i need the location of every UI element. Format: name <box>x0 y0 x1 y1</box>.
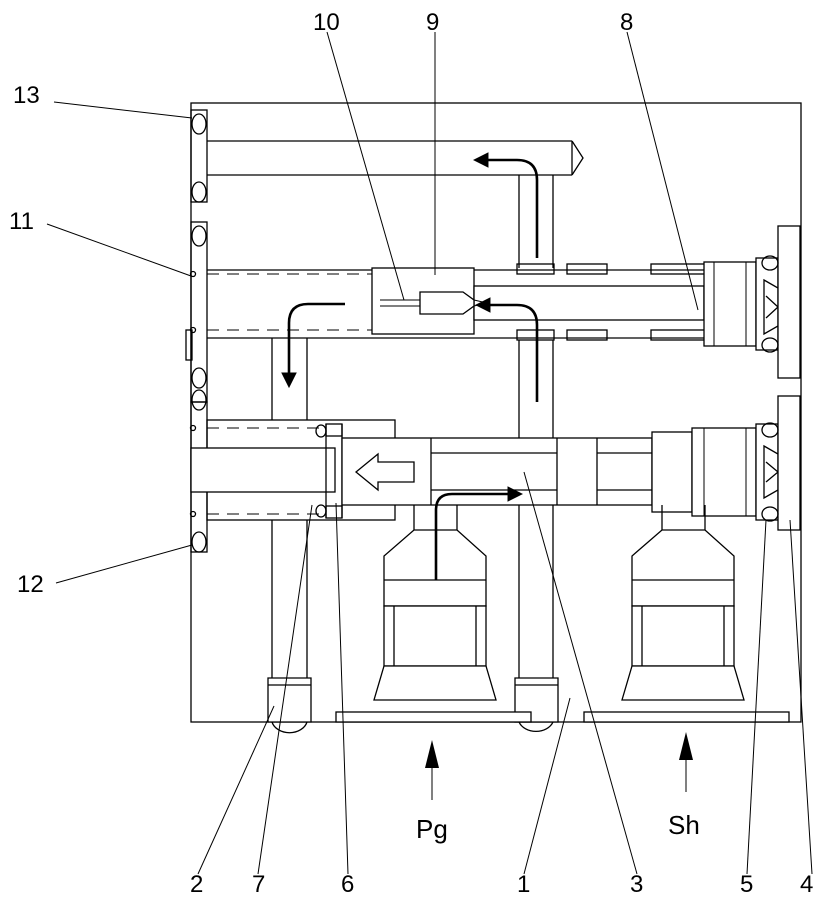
callout-labels: 13 11 12 10 9 8 2 7 6 1 3 5 4 <box>9 9 813 898</box>
callout-2: 2 <box>190 871 203 895</box>
callout-8: 8 <box>620 9 633 36</box>
upper-adjuster <box>703 225 801 379</box>
lower-adjuster <box>651 395 801 531</box>
pg-inlet-fitting <box>335 505 532 723</box>
callout-12: 12 <box>17 571 44 598</box>
left-vertical-passage <box>271 338 308 678</box>
left-plug <box>267 677 312 734</box>
callout-7: 7 <box>252 871 265 895</box>
callout-1: 1 <box>517 871 530 895</box>
port-arrows <box>425 732 693 800</box>
upper-channel <box>207 140 584 176</box>
center-plug <box>514 677 559 732</box>
callout-13: 13 <box>13 82 40 109</box>
main-piston <box>341 437 653 506</box>
port-label-sh: Sh <box>668 810 700 840</box>
center-vertical-passage <box>518 340 554 678</box>
flow-arrow-pg-inlet <box>434 486 524 580</box>
callout-5: 5 <box>740 871 753 895</box>
port-label-pg: Pg <box>416 814 448 844</box>
callout-6: 6 <box>341 871 354 895</box>
sh-arrow <box>679 732 693 760</box>
flow-arrow-pilot <box>474 297 539 402</box>
main-bore <box>189 419 396 521</box>
sh-inlet-fitting <box>583 505 790 723</box>
flow-arrow-pilot-exit <box>281 302 345 389</box>
callout-4: 4 <box>800 871 813 895</box>
flow-arrow-upper-bypass <box>472 152 539 258</box>
flow-arrows <box>281 152 539 580</box>
callout-11: 11 <box>9 208 34 235</box>
upper-vertical-passage <box>518 175 554 268</box>
pilot-spool <box>371 267 705 335</box>
callout-3: 3 <box>630 871 643 895</box>
callout-9: 9 <box>426 9 439 36</box>
leader-lines <box>46 31 813 875</box>
pg-arrow <box>425 740 439 768</box>
callout-10: 10 <box>313 9 340 36</box>
